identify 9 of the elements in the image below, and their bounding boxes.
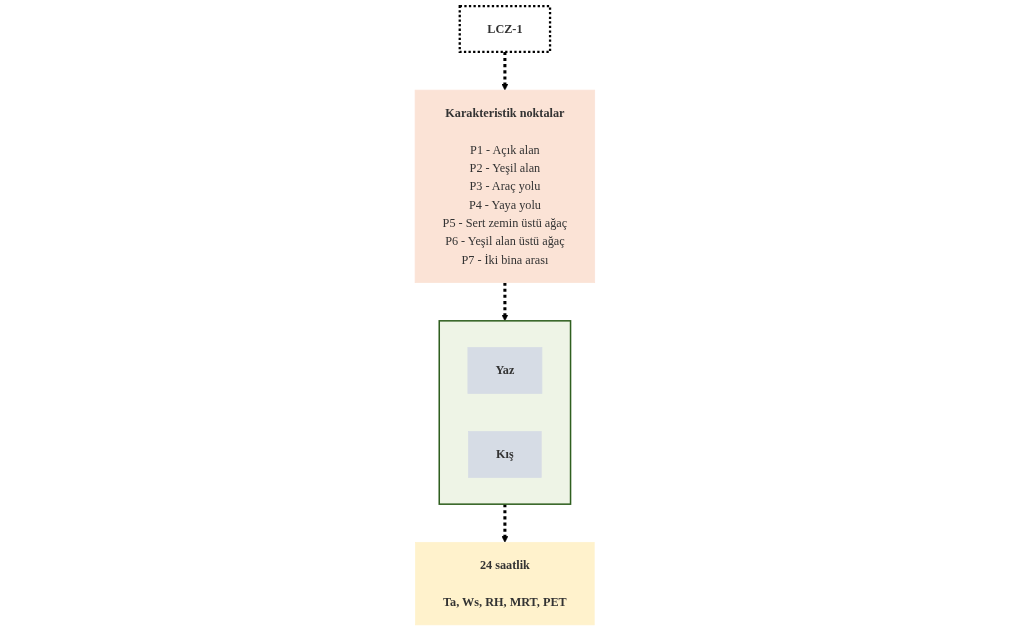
node-box: 24 saatlik Ta, Ws, RH, MRT, PET [414, 542, 595, 626]
node-box: Karakteristik noktalar P1 - Açık alan P2 - Yeşil alan P3 - Araç yolu P4 - Yaya yolu P5 - Sert zemin üstü ağaç P6 - Yeşil alan üstü ağaç P7 - İki bina arası [414, 89, 595, 284]
arrow [501, 51, 508, 91]
cluster [438, 320, 571, 505]
node-box: Yaz [467, 347, 542, 394]
arrow [501, 504, 508, 543]
node-box: LCZ-1 [458, 5, 551, 54]
node-box: Kış [467, 431, 542, 478]
arrow [501, 282, 508, 322]
